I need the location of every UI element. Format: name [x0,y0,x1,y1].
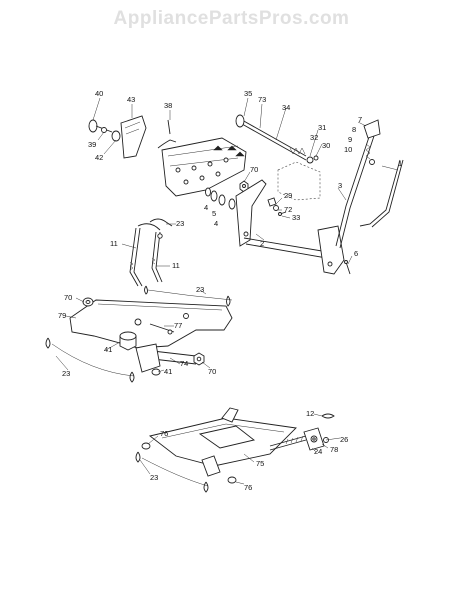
callout-label: 11 [110,239,118,248]
callout-label: 24 [314,447,322,456]
callout-label: 29 [284,191,292,200]
callout-label: 74 [180,359,188,368]
callout-label: 34 [282,103,290,112]
callout-label: 23 [62,369,70,378]
callout-label: 8 [352,125,356,134]
callout-label: 38 [164,101,172,110]
callout-label: 72 [284,205,292,214]
callout-label: 79 [58,311,66,320]
callout-label: 76 [244,483,252,492]
callout-label: 43 [127,95,135,104]
callout-label: 78 [330,445,338,454]
callout-label: 32 [310,133,318,142]
callout-label: 70 [208,367,216,376]
callout-label: 4 [214,219,218,228]
hanger-assembly [135,407,335,493]
callout-label: 41 [164,367,172,376]
callout-label: 39 [88,140,96,149]
callout-label: 35 [244,89,252,98]
lift-links [129,218,233,307]
callout-label: 7 [358,115,362,124]
callout-label: 33 [292,213,300,222]
leader-lines [55,97,399,485]
callout-label: 77 [174,321,182,330]
callout-label: 26 [340,435,348,444]
callout-label: 6 [354,249,358,258]
callout-labels: 40 43 38 39 42 35 73 34 31 32 30 7 8 9 1… [58,89,402,492]
callout-label: 10 [344,145,352,154]
callout-label: 3 [338,181,342,190]
callout-label: 23 [196,285,204,294]
lift-arm-assembly [45,297,233,383]
callout-label: 70 [250,165,258,174]
callout-label: 2 [260,239,264,248]
callout-label: 41 [104,345,112,354]
callout-label: 23 [176,219,184,228]
site-watermark: AppliancePartsPros.com [113,8,350,29]
callout-label: 1 [398,159,402,168]
callout-label: 42 [95,153,103,162]
callout-label: 31 [318,123,326,132]
callout-label: 5 [212,209,216,218]
callout-label: 76 [160,429,168,438]
lift-handle-assembly [88,114,404,275]
callout-label: 9 [348,135,352,144]
callout-label: 4 [204,203,208,212]
callout-label: 73 [258,95,266,104]
callout-label: 70 [64,293,72,302]
callout-label: 23 [150,473,158,482]
callout-label: 40 [95,89,103,98]
callout-label: 12 [306,409,314,418]
callout-label: 75 [256,459,264,468]
callout-label: 11 [172,261,180,270]
callout-label: 30 [322,141,330,150]
